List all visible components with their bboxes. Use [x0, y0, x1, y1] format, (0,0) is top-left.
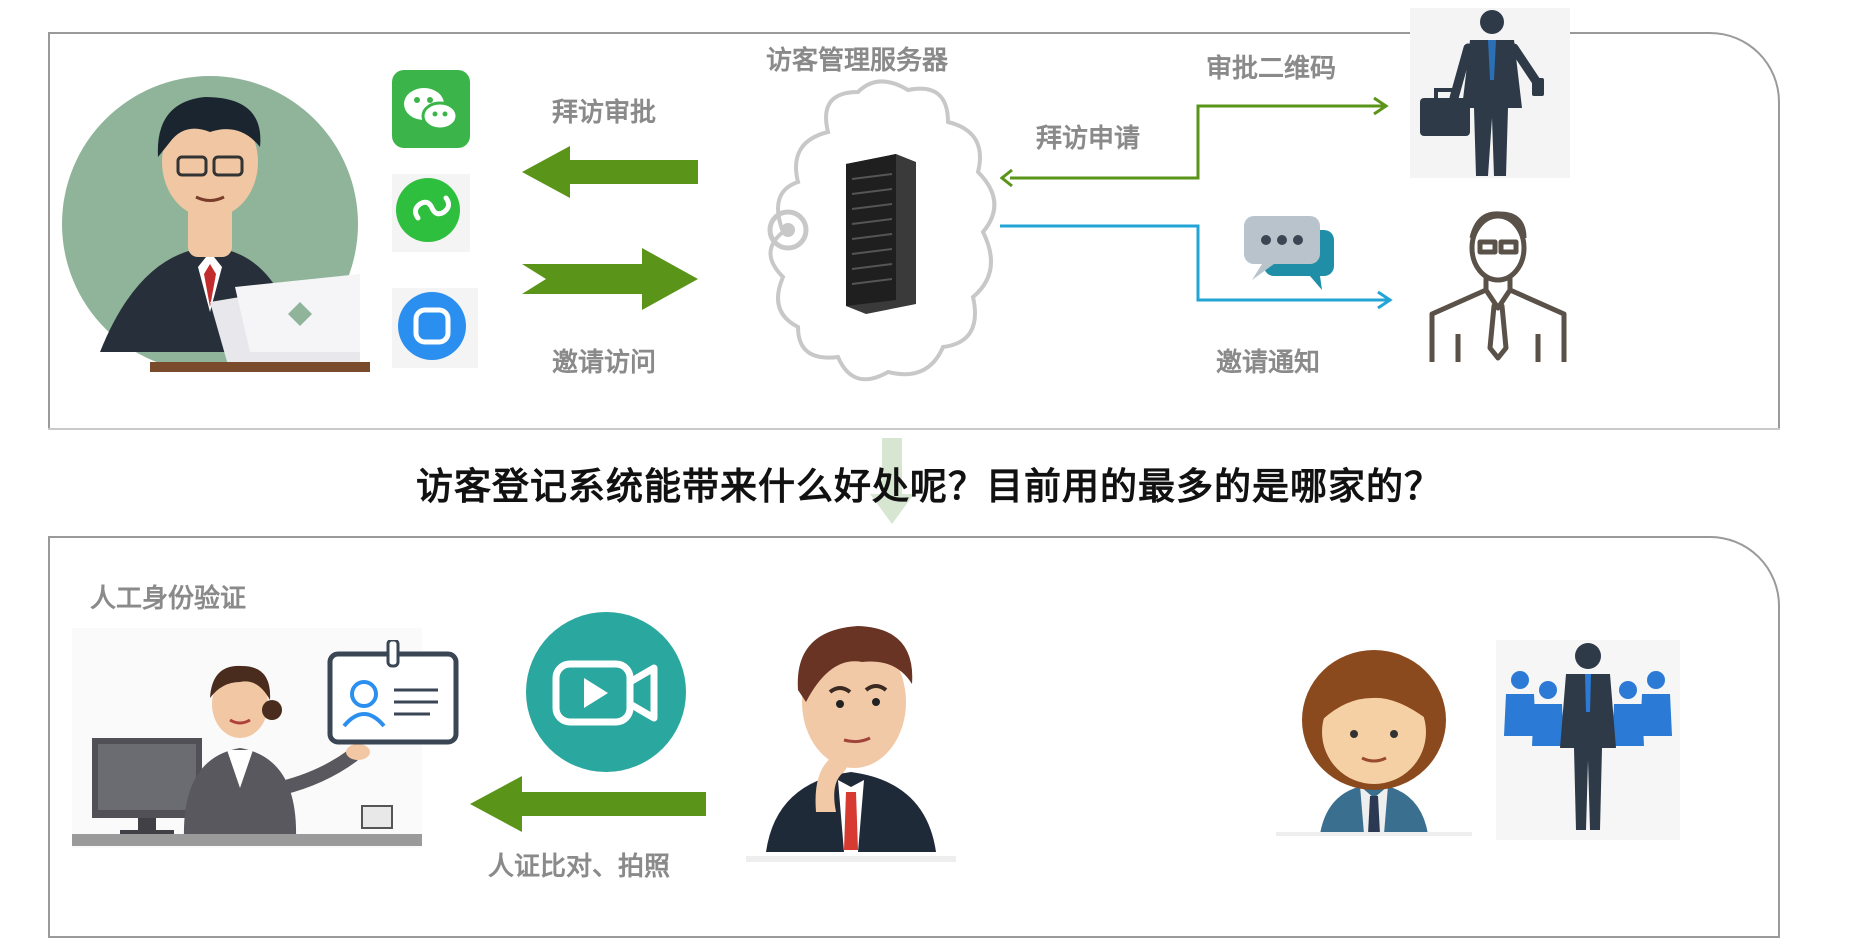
server-label: 访客管理服务器 [766, 46, 949, 76]
manual-id-verify-label: 人工身份验证 [90, 584, 247, 614]
top-panel-divider [48, 428, 1780, 430]
video-call-icon [524, 610, 688, 774]
thinking-man-illustration [746, 612, 956, 862]
server-icon [836, 154, 920, 314]
visit-request-label: 拜访申请 [1036, 124, 1141, 154]
invite-visit-label: 邀请访问 [552, 348, 657, 378]
id-compare-photo-label: 人证比对、拍照 [488, 852, 671, 882]
arrow-right-invite [522, 248, 702, 310]
office-worker-illustration [60, 52, 370, 382]
request-flow-lines [1000, 92, 1400, 322]
invite-notice-label: 邀请通知 [1216, 348, 1321, 378]
app-icon [392, 288, 478, 368]
wechat-icon [392, 70, 470, 148]
businessman-icon [1410, 8, 1570, 178]
page-headline: 访客登记系统能带来什么好处呢？目前用的最多的是哪家的？ [416, 465, 1442, 508]
miniprogram-icon [392, 174, 470, 252]
arrow-left-approval [522, 146, 702, 198]
approval-visit-label: 拜访审批 [552, 98, 657, 128]
flow-down-arrow [870, 438, 914, 524]
bottom-flow-panel [48, 536, 1780, 938]
approval-qrcode-label: 审批二维码 [1206, 54, 1337, 84]
staff-icon [1428, 208, 1568, 364]
visitor-avatar [1276, 628, 1472, 838]
id-card-icon [326, 640, 460, 748]
team-leader-icon [1496, 640, 1680, 840]
arrow-left-verify [470, 776, 710, 832]
top-flow-panel [48, 32, 1780, 430]
chat-bubble-icon [1240, 212, 1340, 292]
